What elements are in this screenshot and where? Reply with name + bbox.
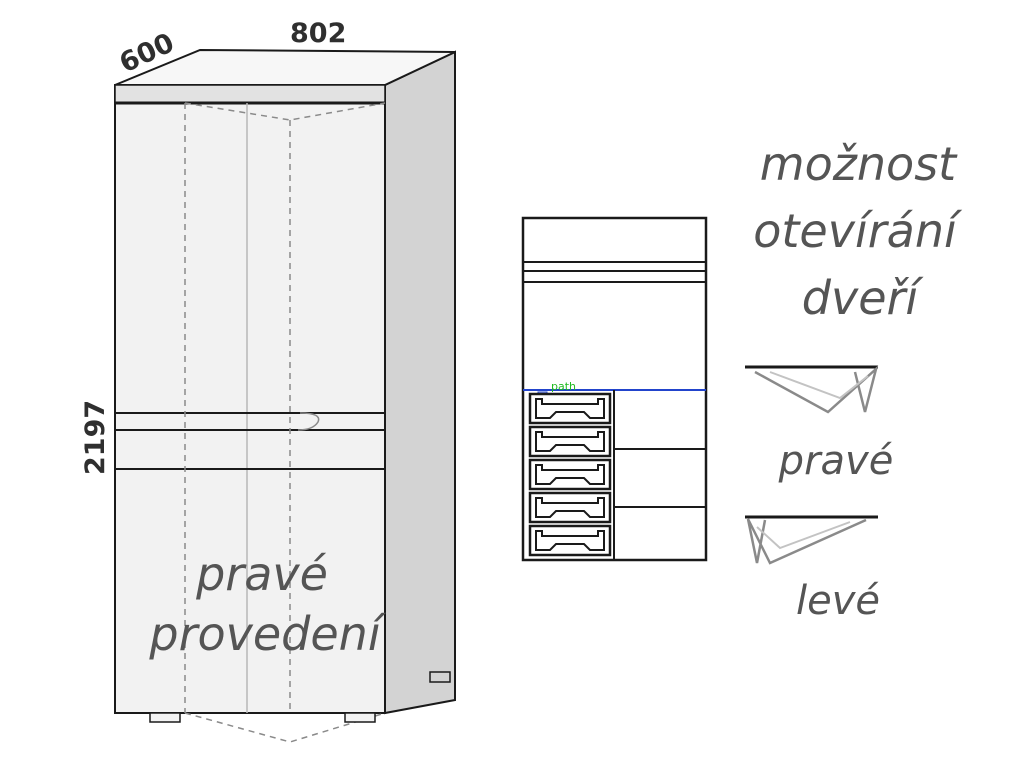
- wardrobe-foot-right: [344, 712, 376, 723]
- option-right-label: pravé: [778, 438, 894, 484]
- wardrobe-foot-left: [149, 712, 181, 723]
- wardrobe-foot-back: [429, 671, 451, 683]
- front-label-line2: provedení: [148, 607, 386, 661]
- option-left-label: levé: [796, 578, 880, 624]
- wardrobe-door-swing-dashes: [184, 102, 386, 743]
- wardrobe-top-band: [114, 84, 386, 104]
- interior-trays: [528, 392, 612, 557]
- selection-tag: path: [551, 380, 576, 393]
- tray: [528, 524, 612, 557]
- right-door-swing-icon[interactable]: [745, 365, 879, 414]
- options-title-line1: možnost: [760, 137, 958, 191]
- front-label-line1: pravé: [195, 547, 328, 601]
- options-title-line3: dveří: [802, 271, 925, 325]
- wardrobe-side-panel: [384, 50, 456, 715]
- tray: [528, 458, 612, 491]
- left-door-swing-icon[interactable]: [745, 515, 878, 565]
- dimension-width: 802: [290, 18, 346, 49]
- tray: [528, 425, 612, 458]
- wardrobe-3d-view: 600 802 2197 pravé provedení: [80, 18, 456, 743]
- tray: [528, 392, 612, 425]
- wardrobe-front-panel: [114, 84, 386, 714]
- door-options: možnost otevírání dveří pravé levé: [745, 137, 963, 624]
- wardrobe-handle-curve: [297, 412, 320, 431]
- tray: [528, 491, 612, 524]
- dimension-height: 2197: [80, 400, 111, 475]
- options-title-line2: otevírání: [753, 204, 963, 258]
- interior-front-view: path: [521, 216, 708, 562]
